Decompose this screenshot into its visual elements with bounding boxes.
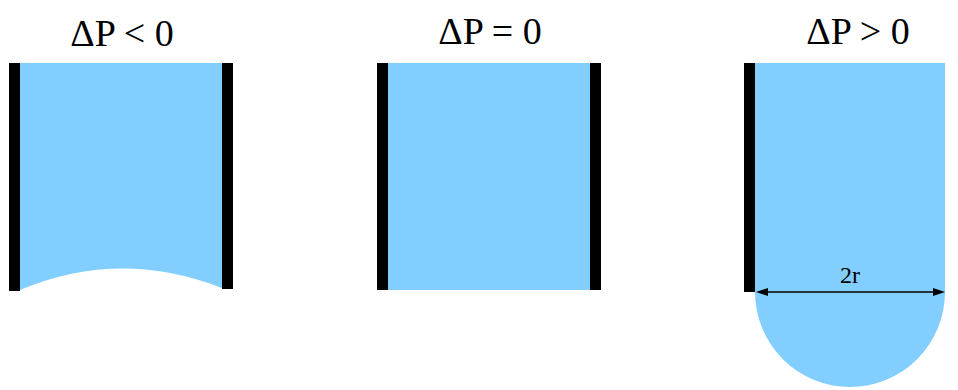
pressure-label: ΔP < 0 [70,14,174,52]
liquid-column [20,63,222,290]
liquid-column [755,63,945,387]
tube-wall [222,63,233,289]
arrowhead [756,288,768,296]
tube-wall [590,63,601,290]
tube-wall [744,63,755,292]
pressure-label: ΔP = 0 [438,12,542,50]
liquid-column [388,63,590,290]
tube-wall [9,63,20,291]
pressure-label: ΔP > 0 [806,12,910,50]
dimension-line [762,291,938,293]
arrowhead [933,288,945,296]
dimension-label: 2r [840,263,860,287]
tube-wall [377,63,388,290]
